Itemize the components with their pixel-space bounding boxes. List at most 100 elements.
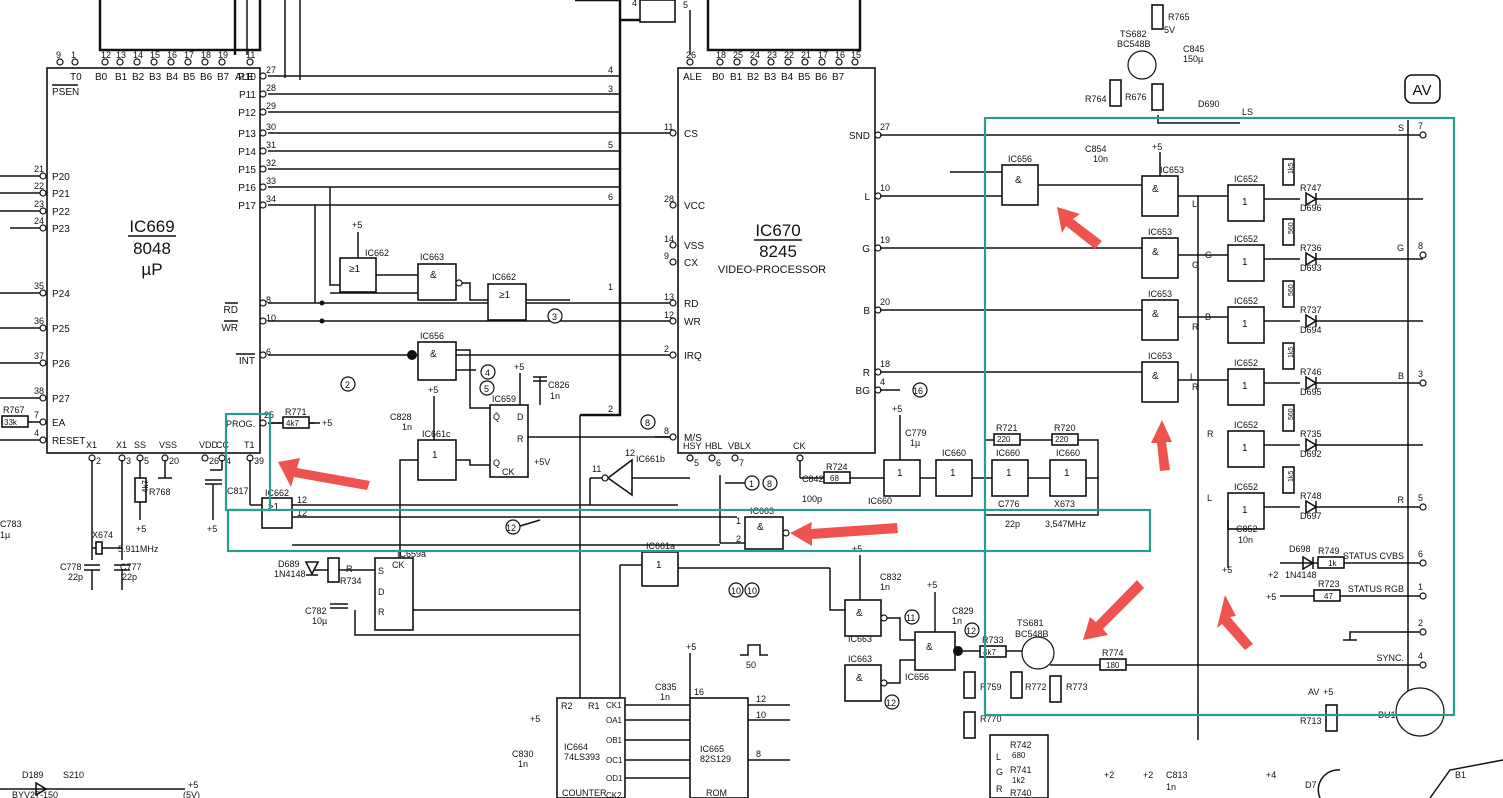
ic670-top-pin-number: 25 [733,50,743,60]
av-output-label: SYNC. [1376,653,1404,663]
ic660-chain: IC660 1 IC660 1 IC660 1 IC660 1 R724 68 … [793,404,1099,529]
c817-supply: +5 [207,524,217,534]
highlight-av-section [983,116,1456,717]
ic669-top-pin-label: B6 [200,72,213,83]
ic670-top-pin [733,58,741,66]
c829-label: C829 [952,606,974,616]
bus-idx-3: 3 [608,84,613,94]
ic669-top-pin-label: T0 [70,72,82,83]
bus-idx-2: 2 [608,404,613,414]
ic660-supply: +5 [892,404,902,414]
ic663-a-sym: & [430,270,437,281]
ic669-bottom-pin-number: 20 [169,456,179,466]
top-bus-wires: 4 5 [98,0,862,417]
arrow-status [1217,595,1253,650]
x673-value: 3,547MHz [1045,519,1087,529]
ic669-ctrl-pin [259,299,267,307]
ic656-a-body [417,341,457,381]
ic670-bottom-pin [686,454,694,462]
marker-2: 2 [345,380,350,390]
ic670-left-pin-number: 2 [664,344,669,354]
logic-gates-mid: IC656 & 4 5 2 IC659 Q̄ D R Q CK +5 +5V C… [340,331,670,611]
ic660-b-sym: 1 [950,468,956,479]
ic662-b-label: IC662 [492,272,516,282]
av-output-label: STATUS RGB [1348,584,1404,594]
p-port-wires: 4 3 5 6 1 2 [268,65,670,424]
bottom-misc: D189 S210 BYV27-150 +5 (5V) L G R R742 6… [0,734,1503,798]
c813-value: 1n [1166,782,1176,792]
output-diode [1305,191,1318,207]
marker-1: 1 [749,479,754,489]
ic656-supply: +5 [927,580,937,590]
ic669-body [46,67,261,454]
ic670-top-pin-number: 22 [784,50,794,60]
d189-label: D189 [22,770,44,780]
ic669-top-pin-number: 13 [116,50,126,60]
ic669-left-pin-label: P27 [52,394,70,405]
output-resistor-value: 1k5 [1288,163,1295,174]
ic670-top-pin [716,58,724,66]
av-pin-number: 7 [1418,121,1423,131]
video-output-lines: 16 [880,171,1142,398]
ic670-top-pin-label: B1 [730,72,743,83]
ic669-right-pin-number: 30 [266,122,276,132]
c835-label: C835 [655,682,677,692]
ic669-bottom-pin-number: 2 [96,456,101,466]
c779-value: 1µ [910,438,920,448]
ic656-c-body [1001,164,1039,206]
av-pin [1419,503,1427,511]
ic660-c-label: IC660 [996,448,1020,458]
bus-idx-4: 4 [608,65,613,75]
ic669-sub: µP [141,260,162,279]
ic670-ck-label: CK [793,441,806,451]
ic652-body [1227,430,1265,468]
ic669-top-pin [201,58,209,66]
r742-value: 680 [1012,751,1026,760]
ic660-a-sym: 1 [897,468,903,479]
ic670-top-pin-number: 26 [686,50,696,60]
ps-5v: (5V) [183,790,200,798]
ic669-left-pins: 21P2022P2123P2224P2335P2436P2537P2638P27… [34,164,85,447]
ic669-top-pin-number: 12 [101,50,111,60]
r771-supply: +5 [322,418,332,428]
ic656-c-label: IC656 [1008,154,1032,164]
ic659a-body [374,557,414,631]
annotation-arrows [278,207,1253,650]
r713-label: R713 [1300,716,1322,726]
r723-value: 47 [1324,592,1333,601]
ic670-top-pin [801,58,809,66]
ic653-b-body [1141,237,1179,279]
c835-value: 1n [660,692,670,702]
ic659-5v: +5V [534,457,550,467]
ic664-pin-label: CK2 [606,791,622,798]
ic663-e-label: IC663 [848,654,872,664]
ic669-top-pin-label: B2 [132,72,145,83]
ic669-right-pin-number: 29 [266,101,276,111]
ic669-top-pin-label: B3 [149,72,162,83]
ic670-top-pin-label: B4 [781,72,794,83]
ic670-top-pin [767,58,775,66]
ic670-top-pin-number: 17 [818,50,828,60]
r724-label: R724 [826,462,848,472]
ic670-left-pin-label: VCC [684,201,705,212]
ic669-right-pin-label: P17 [238,201,256,212]
output-diode [1305,313,1318,329]
output-resistor-label: R748 [1300,491,1322,501]
av-pin [1419,559,1427,567]
ic670-left-pin-label: IRQ [684,351,702,362]
c854-label: C854 [1085,144,1107,154]
ts682-value: BC548B [1117,39,1151,49]
r768-supply: +5 [136,524,146,534]
ic669-top-pin-label: B0 [95,72,108,83]
ic670-right-pin-label: BG [856,386,871,397]
ic669-prog-label: PROG. [226,419,255,429]
highlight-prog-pin [224,412,272,512]
r772-label: R772 [1025,682,1047,692]
ic662-a-label: IC662 [365,248,389,258]
r734-label: R734 [340,576,362,586]
